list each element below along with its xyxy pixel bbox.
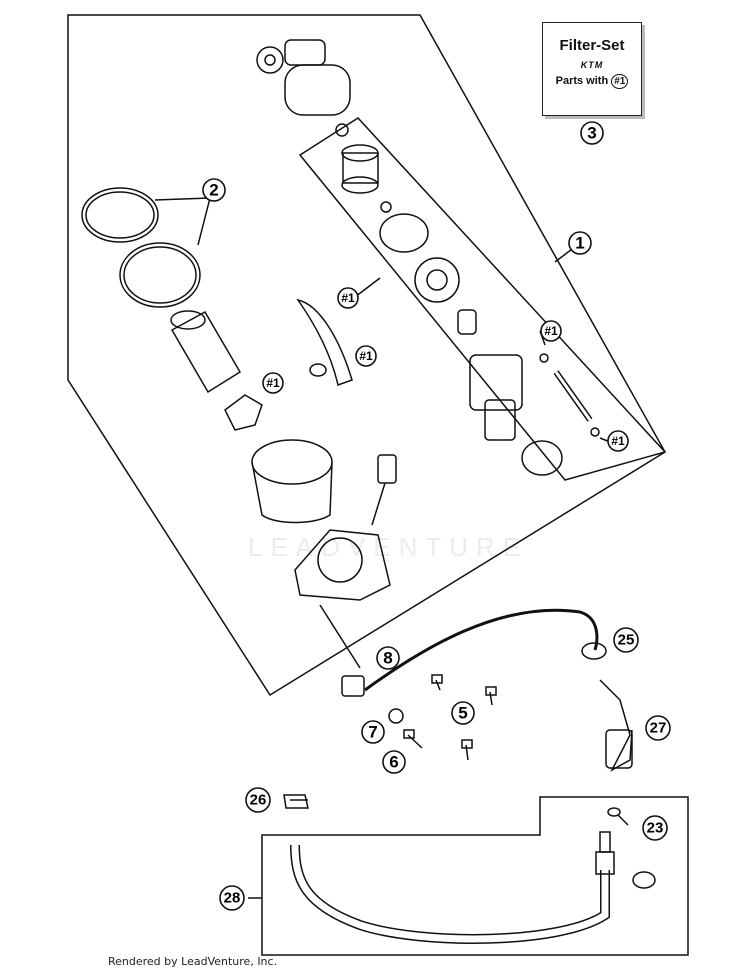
large-o-ring-part (119, 242, 201, 308)
main-assembly-outline (67, 14, 667, 697)
ref-1-circle (262, 372, 284, 394)
callout-25-label: 25 (618, 632, 635, 649)
callout-7-circle (361, 720, 385, 744)
nut-part (388, 708, 404, 724)
filter-set-parts-label: Parts with #1 (543, 74, 641, 89)
large-o-ring-part (81, 187, 159, 243)
fitting-part (599, 679, 633, 772)
filter-set-title: Filter-Set (559, 37, 625, 54)
callout-23-circle (642, 815, 668, 841)
callout-2-label: 2 (209, 181, 218, 200)
callout-2-circle (202, 178, 226, 202)
screw-part (403, 729, 423, 749)
connector-part (341, 675, 365, 697)
callout-5-circle (451, 701, 475, 725)
ktm-logo: KTM (580, 60, 604, 70)
watermark: LEADVENTURE (248, 532, 529, 562)
strainer-part (296, 298, 353, 386)
clamp-part (581, 642, 607, 660)
nipple-part (595, 831, 615, 875)
hose-group-outline (261, 796, 689, 956)
pressure-regulator-part (414, 257, 460, 303)
footer-credit: Rendered by LeadVenture, Inc. (108, 955, 278, 968)
small-o-ring (380, 201, 392, 213)
ref-1-label: #1 (544, 324, 558, 338)
small-o-ring (607, 807, 621, 817)
fuel-hose-part (290, 844, 610, 944)
small-o-ring (539, 353, 549, 363)
small-o-ring (590, 427, 600, 437)
callout-5-label: 5 (458, 704, 467, 723)
callout-7-label: 7 (368, 723, 377, 742)
screw-part (485, 686, 497, 706)
filter-group-outline (298, 117, 667, 481)
callout-6-circle (382, 750, 406, 774)
callout-1-label: 1 (575, 234, 584, 253)
o-ring-part (379, 213, 429, 253)
ref-1-circle (607, 430, 629, 452)
ref-1-label: #1 (611, 434, 625, 448)
spring-part (335, 123, 349, 137)
screw-part (431, 674, 443, 691)
pump-motor-part (469, 354, 523, 441)
ref-1-label: #1 (341, 291, 355, 305)
callout-8-label: 8 (383, 649, 392, 668)
bracket-part (224, 394, 263, 431)
ref-1-circle (337, 287, 359, 309)
ref-1-circle (540, 320, 562, 342)
connector-part (371, 454, 397, 526)
callout-23-label: 23 (647, 820, 664, 837)
clip-part (309, 363, 327, 377)
housing-part (251, 439, 333, 524)
callout-3-label: 3 (587, 124, 596, 143)
ref-1-circle (355, 345, 377, 367)
callout-26-circle (245, 787, 271, 813)
callout-1-circle (568, 231, 592, 255)
callout-27-label: 27 (650, 720, 667, 737)
filter-set-box: Filter-Set KTM Parts with #1 (542, 22, 642, 116)
callout-25-circle (613, 627, 639, 653)
callout-8-circle (376, 646, 400, 670)
clamp-part (283, 794, 309, 809)
flange-plate-part (294, 529, 391, 601)
callout-28-label: 28 (224, 890, 241, 907)
sleeve-tube-part (170, 310, 242, 394)
pump-top-part (256, 39, 351, 116)
callout-26-label: 26 (250, 792, 267, 809)
screw-part (461, 739, 473, 761)
fuel-line (364, 608, 599, 692)
callout-27-circle (645, 715, 671, 741)
fuel-filter-part (341, 144, 379, 194)
callout-3-circle (580, 121, 604, 145)
ref-1-label: #1 (359, 349, 373, 363)
clamp-part (632, 871, 656, 889)
callout-6-label: 6 (389, 753, 398, 772)
filter-set-ref: #1 (611, 74, 629, 89)
ref-1-label: #1 (266, 376, 280, 390)
o-ring-part (521, 440, 563, 476)
sleeve-part (457, 309, 477, 335)
callout-28-circle (219, 885, 245, 911)
